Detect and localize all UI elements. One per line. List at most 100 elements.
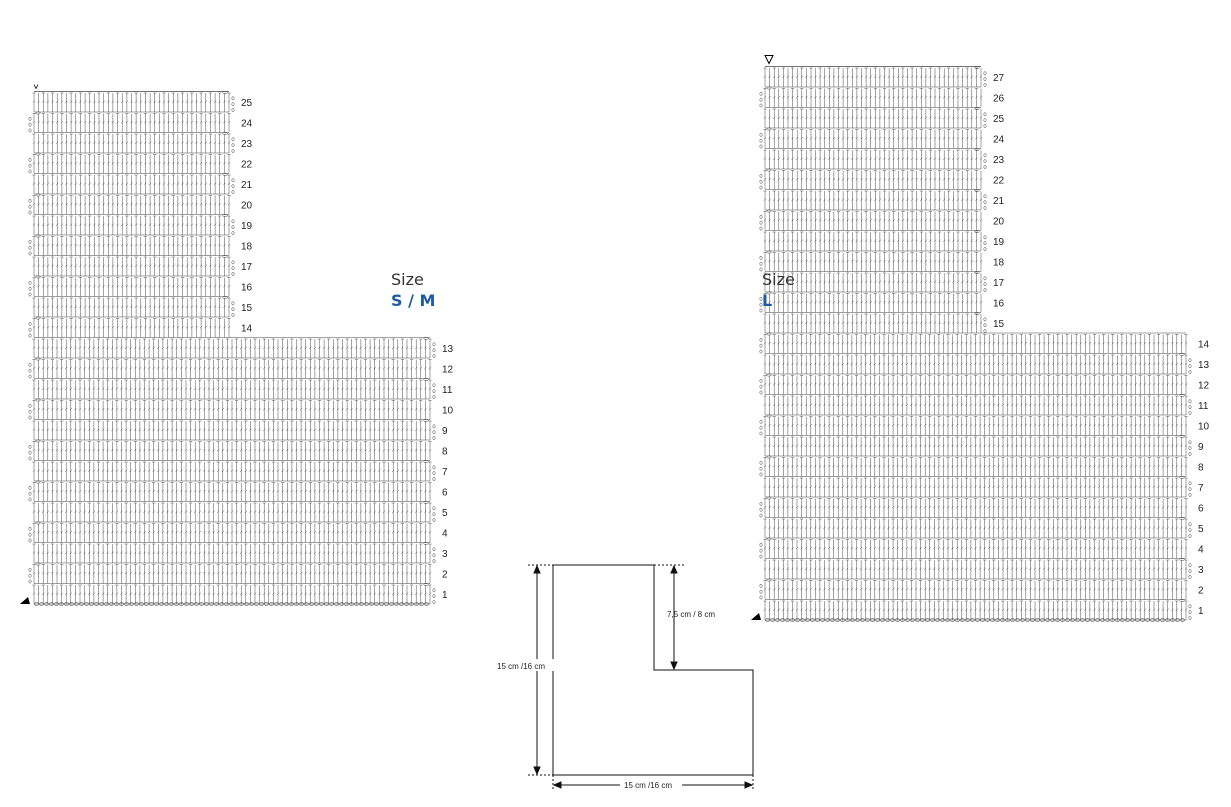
- chain-stitch: [68, 602, 75, 606]
- turning-chain-stitch: [28, 573, 32, 578]
- stitch-row: [32, 501, 436, 522]
- chain-stitch: [328, 602, 335, 606]
- turning-chain-stitch: [28, 526, 32, 531]
- turning-chain-stitch: [231, 137, 235, 142]
- turning-chain-stitch: [28, 251, 32, 256]
- row-number: 17: [241, 262, 253, 273]
- turning-chain-stitch: [231, 219, 235, 224]
- chain-stitch: [223, 602, 230, 606]
- turning-chain-stitch: [759, 431, 763, 436]
- stitch-row: [759, 127, 983, 149]
- turning-chain-stitch: [759, 308, 763, 313]
- turning-chain-stitch: [231, 178, 235, 183]
- turning-chain-stitch: [28, 450, 32, 455]
- double-crochet-stitches: [32, 441, 432, 461]
- chain-stitch: [1134, 618, 1141, 622]
- stitch-row: [28, 316, 231, 338]
- turning-chain-stitch: [983, 153, 987, 158]
- row-number: 25: [993, 114, 1005, 125]
- stitch-row: [763, 476, 1192, 497]
- turning-chain-stitch: [983, 112, 987, 117]
- stitch-row: [763, 148, 987, 169]
- arrow-down-icon: [533, 766, 541, 776]
- chain-stitch: [273, 602, 280, 606]
- turning-chain-stitch: [28, 444, 32, 449]
- double-crochet-stitches: [763, 416, 1188, 436]
- turning-chain-stitch: [28, 128, 32, 133]
- chain-stitch: [128, 602, 135, 606]
- chain-stitch: [318, 602, 325, 606]
- double-crochet-stitches: [32, 174, 231, 194]
- stitch-row: [763, 394, 1192, 415]
- turning-chain-stitch: [432, 430, 436, 435]
- chain-stitch: [974, 107, 980, 110]
- turning-chain-stitch: [759, 261, 763, 266]
- stitch-row: [759, 250, 983, 272]
- chain-stitch: [1159, 618, 1166, 622]
- turning-chain-stitch: [759, 144, 763, 149]
- chain-stitch: [1179, 435, 1185, 438]
- chain-stitch: [829, 618, 836, 622]
- chain-stitch: [974, 148, 980, 151]
- turning-chain-stitch: [432, 477, 436, 481]
- turning-chain-stitch: [432, 465, 436, 470]
- row-number: 2: [1198, 585, 1204, 596]
- arrow-up-icon: [533, 564, 541, 574]
- chain-stitch: [766, 127, 772, 131]
- double-crochet-stitches: [763, 395, 1188, 415]
- turning-chain-stitch: [759, 255, 763, 260]
- stitch-row: [763, 435, 1192, 456]
- turning-chain-stitch: [231, 260, 235, 265]
- row-number: 9: [1198, 442, 1204, 453]
- chain-stitch: [308, 602, 315, 606]
- double-crochet-stitches: [32, 482, 432, 502]
- turning-chain-stitch: [1188, 534, 1192, 538]
- double-crochet-stitches: [763, 498, 1188, 518]
- chain-stitch: [969, 618, 976, 622]
- turning-chain-stitch: [1188, 616, 1192, 620]
- chain-stitch: [133, 602, 140, 606]
- turning-chain-stitch: [1188, 405, 1192, 410]
- turning-chain-stitch: [759, 343, 763, 348]
- row-number: 4: [442, 528, 448, 539]
- chain-stitch: [989, 618, 996, 622]
- turning-chain-stitch: [759, 97, 763, 102]
- turning-chain-stitch: [759, 542, 763, 547]
- stitch-row: [28, 562, 432, 584]
- stitch-row: [28, 234, 231, 256]
- size-value-sm: S / M: [391, 291, 436, 310]
- chain-stitch: [363, 602, 370, 606]
- chain-stitch: [298, 602, 305, 606]
- turning-chain-stitch: [432, 594, 436, 599]
- turning-chain-stitch: [28, 497, 32, 502]
- turning-chain-stitch: [759, 220, 763, 225]
- chain-stitch: [1109, 618, 1116, 622]
- stitch-row: [32, 378, 436, 399]
- double-crochet-stitches: [763, 129, 983, 149]
- chain-stitch: [974, 271, 980, 274]
- chain-stitch: [766, 168, 772, 172]
- turning-chain-stitch: [28, 210, 32, 215]
- chain-stitch: [1179, 618, 1186, 622]
- turning-chain-stitch: [983, 329, 987, 333]
- double-crochet-stitches: [32, 564, 432, 584]
- turning-chain-stitch: [759, 589, 763, 594]
- turning-chain-stitch: [28, 122, 32, 127]
- chain-stitch: [153, 602, 160, 606]
- turning-chain-stitch: [759, 548, 763, 553]
- turning-chain-stitch: [983, 124, 987, 128]
- chain-stitch: [423, 460, 429, 463]
- row-number: 26: [993, 93, 1005, 104]
- turning-chain-stitch: [28, 245, 32, 250]
- double-crochet-stitches: [32, 297, 231, 317]
- stitch-row: [759, 291, 983, 313]
- turning-chain-stitch: [28, 491, 32, 496]
- turning-chain-stitch: [231, 272, 235, 276]
- turning-chain-stitch: [432, 342, 436, 347]
- row-number: 16: [241, 282, 253, 293]
- chain-stitch: [258, 602, 265, 606]
- stitch-row: [28, 480, 432, 502]
- chain-stitch: [198, 602, 205, 606]
- turning-chain-stitch: [1188, 358, 1192, 363]
- size-value-l: L: [762, 291, 773, 310]
